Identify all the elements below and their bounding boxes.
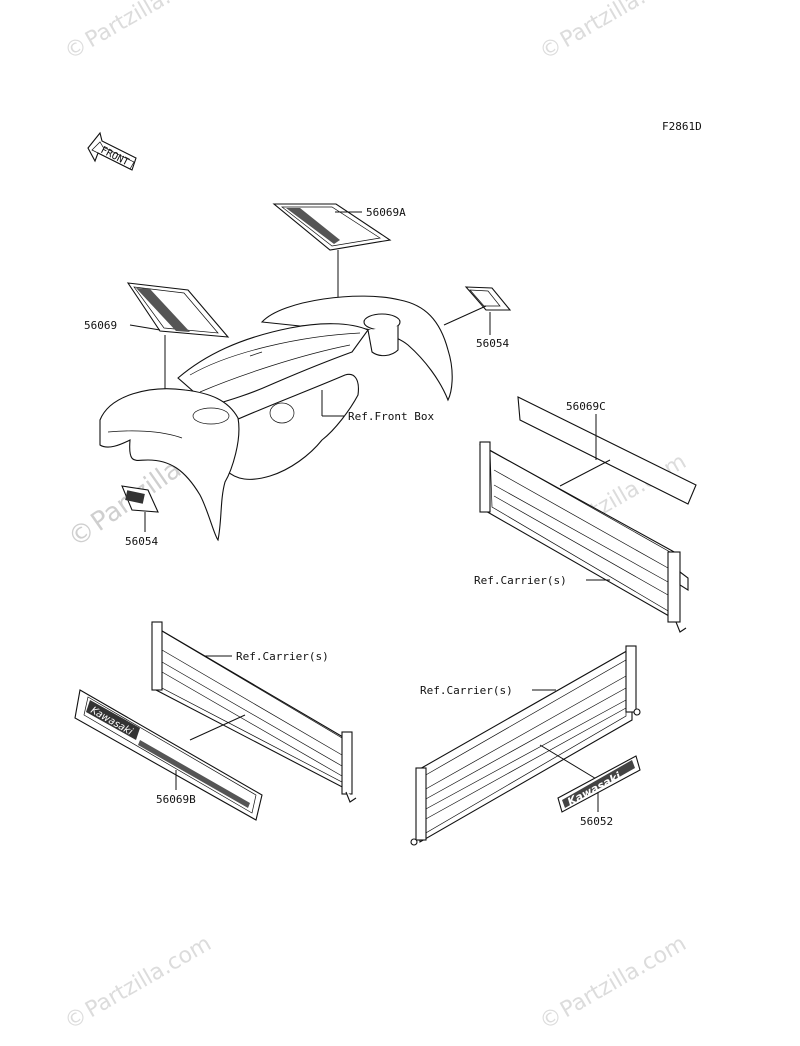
front-arrow-icon: FRONT <box>87 131 137 171</box>
label-56054-left: 56054 <box>125 535 158 548</box>
decal-56069B: Kawasaki <box>74 689 263 821</box>
label-56069A: 56069A <box>366 206 406 219</box>
label-ref-front-box: Ref.Front Box <box>348 410 434 423</box>
watermark-text: Partzilla.com <box>81 0 215 53</box>
watermark-text: Partzilla.com <box>556 931 690 1023</box>
decal-56054-left <box>121 485 159 513</box>
label-56052: 56052 <box>580 815 613 828</box>
watermark-text: Partzilla.com <box>81 931 215 1023</box>
decal-56052: Kawasaki <box>557 755 641 813</box>
decal-56069 <box>126 282 230 338</box>
front-box-body <box>99 295 453 542</box>
carrier-panel-bottom <box>410 645 641 846</box>
carrier-panel-right <box>479 441 689 633</box>
carrier-panel-left <box>151 621 357 803</box>
label-ref-carrier-right: Ref.Carrier(s) <box>474 574 567 587</box>
label-56069: 56069 <box>84 319 117 332</box>
label-56054-top: 56054 <box>476 337 509 350</box>
label-56069C: 56069C <box>566 400 606 413</box>
label-ref-carrier-bottom: Ref.Carrier(s) <box>420 684 513 697</box>
label-ref-carrier-left: Ref.Carrier(s) <box>236 650 329 663</box>
decal-56069A <box>272 203 392 251</box>
diagram-code: F2861D <box>662 120 702 133</box>
decal-56069C <box>517 396 697 505</box>
watermark-text: Partzilla.com <box>556 0 690 53</box>
decal-56054-top <box>464 286 512 311</box>
label-56069B: 56069B <box>156 793 196 806</box>
